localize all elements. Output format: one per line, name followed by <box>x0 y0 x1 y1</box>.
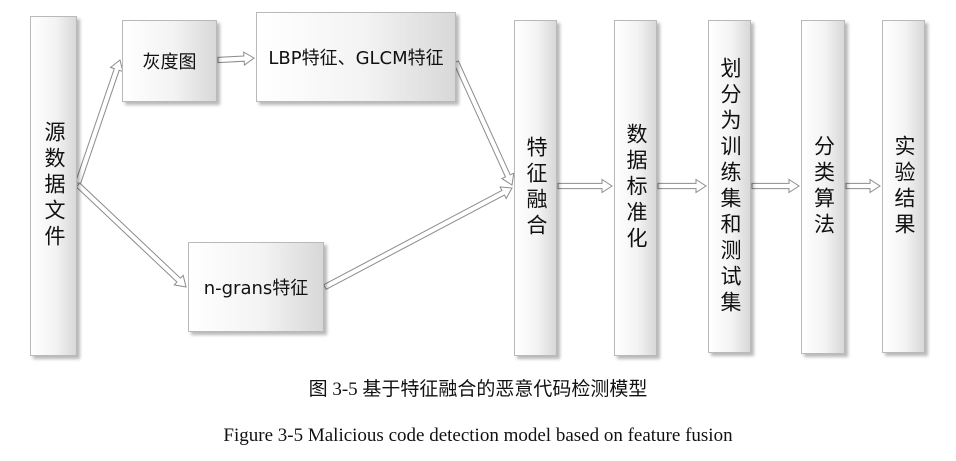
node-feature-fusion-label: 特征融合 <box>524 136 548 240</box>
figure-caption-english: Figure 3-5 Malicious code detection mode… <box>223 425 733 446</box>
arrow-ngram-to-fusion <box>323 186 513 290</box>
node-feature-fusion: 特征融合 <box>514 20 557 356</box>
arrow-source-to-gray <box>74 59 124 185</box>
node-experiment-result: 实验结果 <box>882 20 925 353</box>
arrow-norm-to-split <box>657 178 707 194</box>
node-lbp-glcm-features: LBP特征、GLCM特征 <box>256 12 456 102</box>
node-source-file: 源数据文件 <box>30 16 77 356</box>
node-train-test-split: 划分为训练集和测试集 <box>708 20 751 353</box>
node-grayscale-label: 灰度图 <box>142 52 197 73</box>
arrow-source-to-ngram <box>75 182 187 288</box>
node-ngram-label: n-grans特征 <box>203 278 309 299</box>
node-ngram-features: n-grans特征 <box>188 242 324 332</box>
node-lbp-glcm-label: LBP特征、GLCM特征 <box>268 48 444 69</box>
arrow-fusion-to-norm <box>557 178 613 194</box>
arrow-split-to-classify <box>751 178 800 194</box>
arrow-classify-to-result <box>845 178 881 194</box>
node-train-test-split-label: 划分为训练集和测试集 <box>718 56 742 317</box>
node-classification: 分类算法 <box>801 20 845 354</box>
node-grayscale: 灰度图 <box>122 20 217 102</box>
arrow-lbp-to-fusion <box>452 60 515 186</box>
node-normalization-label: 数据标准化 <box>624 123 648 253</box>
node-experiment-result-label: 实验结果 <box>892 134 916 239</box>
node-classification-label: 分类算法 <box>811 135 836 239</box>
figure-caption-chinese: 图 3-5 基于特征融合的恶意代码检测模型 <box>308 379 648 400</box>
node-source-file-label: 源数据文件 <box>42 121 66 251</box>
node-normalization: 数据标准化 <box>614 20 657 356</box>
arrow-gray-to-lbp <box>217 51 255 66</box>
